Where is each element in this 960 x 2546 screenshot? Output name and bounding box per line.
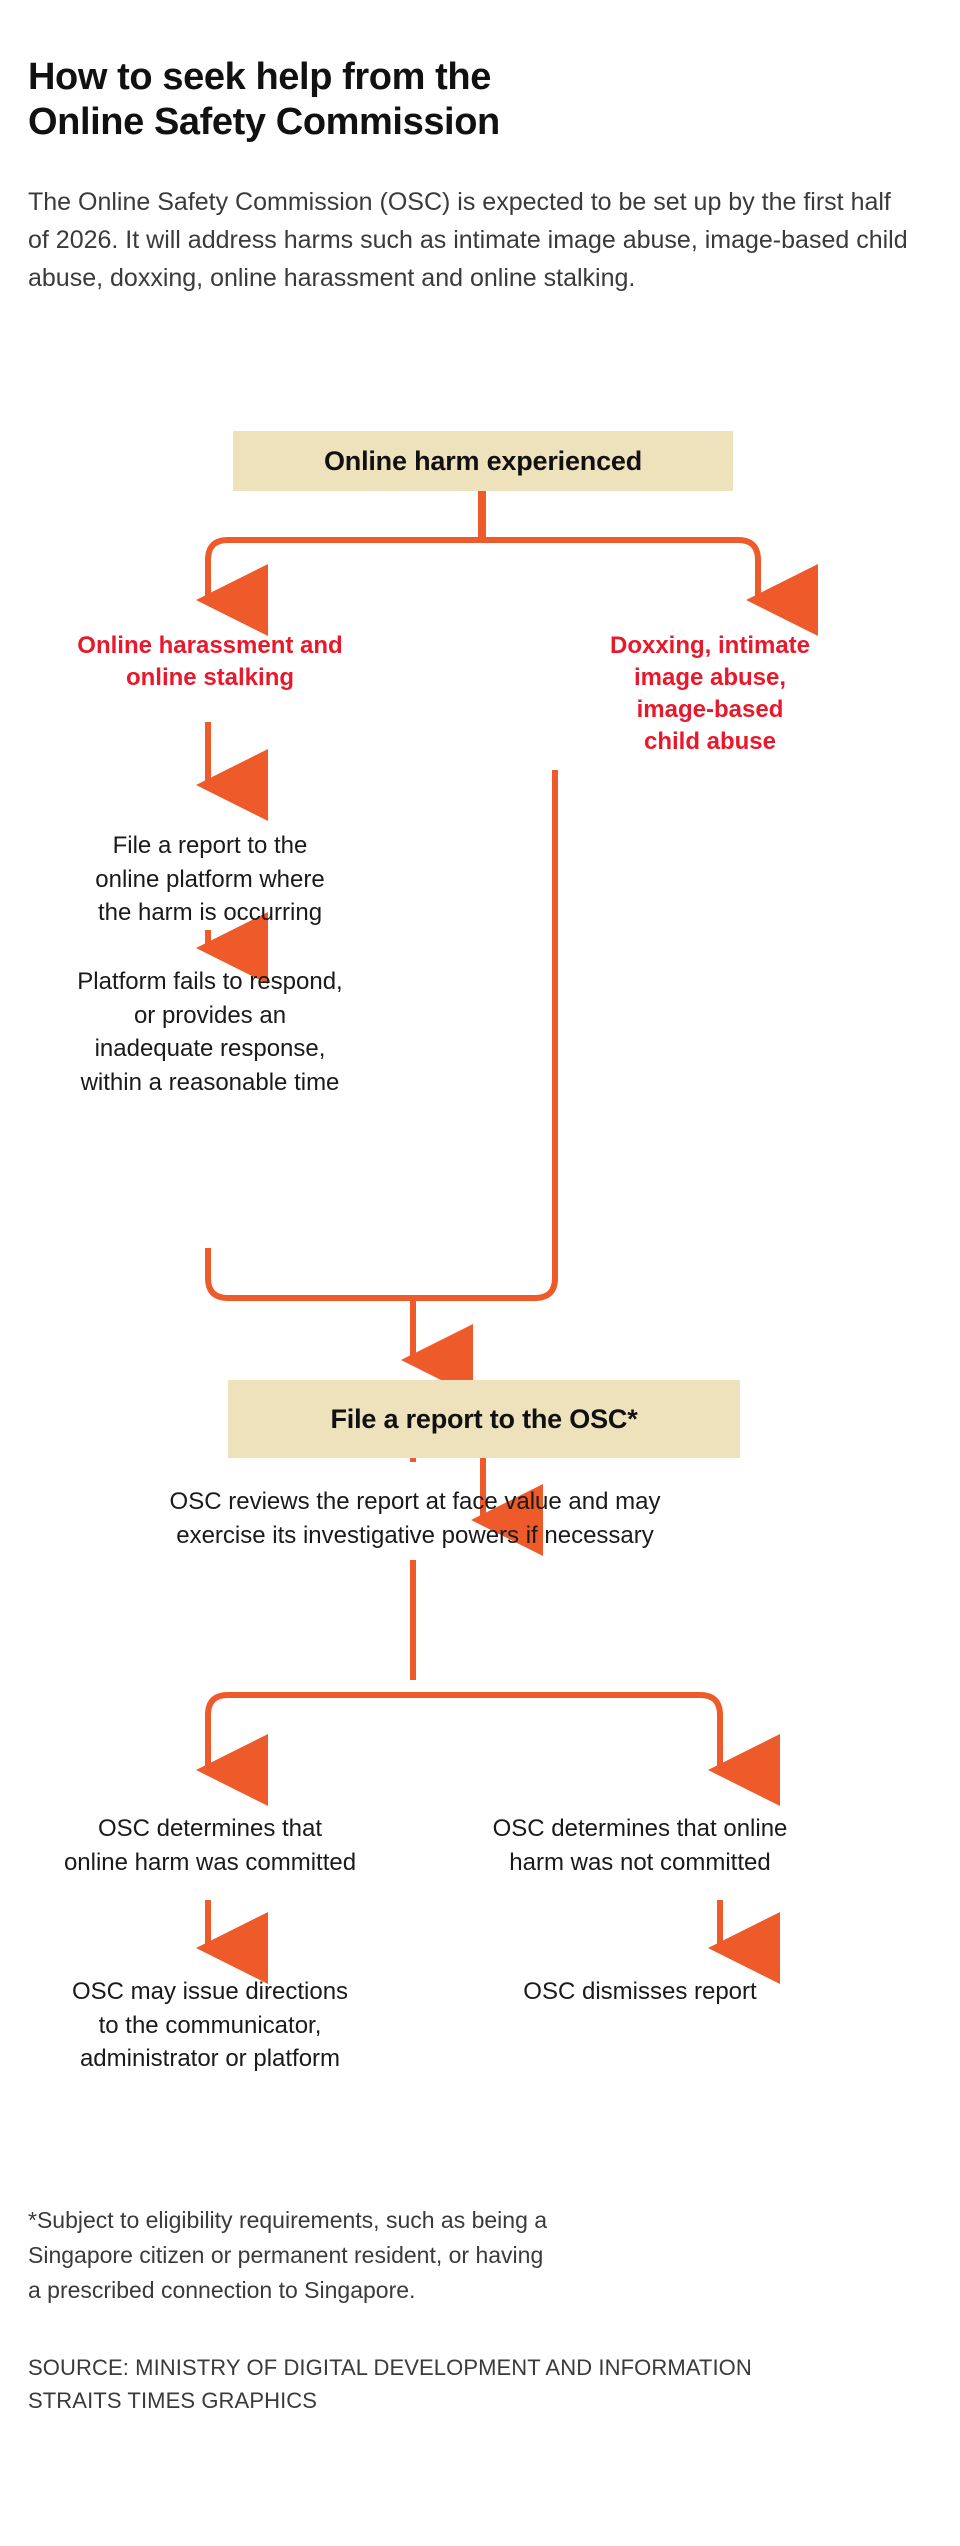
flow-node-harm-not-committed: OSC determines that online harm was not … bbox=[492, 1815, 788, 1876]
flow-node-osc-dismisses-report: OSC dismisses report bbox=[523, 1978, 757, 2005]
flow-node-osc-may-issue-directions: OSC may issue directions to the communic… bbox=[71, 1978, 349, 2073]
source-credit: SOURCE: MINISTRY OF DIGITAL DEVELOPMENT … bbox=[28, 2355, 752, 2413]
page-title: How to seek help from the Online Safety … bbox=[28, 56, 500, 143]
footnote-text: *Subject to eligibility requirements, su… bbox=[28, 2207, 548, 2303]
flow-node-file-report-platform: File a report to the online platform whe… bbox=[95, 832, 325, 927]
flow-node-harm-committed: OSC determines that online harm was comm… bbox=[63, 1815, 357, 1876]
intro-paragraph: The Online Safety Commission (OSC) is ex… bbox=[28, 188, 908, 292]
flow-node-online-harm: Online harm experienced bbox=[233, 431, 733, 491]
flow-node-doxxing-intimate-image-abuse: Doxxing, intimate image abuse, image-bas… bbox=[609, 632, 811, 755]
flow-node-platform-fails-to-respond: Platform fails to respond, or provides a… bbox=[77, 968, 343, 1096]
flow-node-osc-reviews-report: OSC reviews the report at face value and… bbox=[169, 1488, 661, 1549]
connector-lower-split-bar bbox=[205, 1692, 723, 1716]
connector-top-split-bar bbox=[205, 537, 761, 561]
flow-node-file-report-osc: File a report to the OSC* bbox=[228, 1380, 740, 1458]
flow-node-online-harassment-stalking: Online harassment and online stalking bbox=[77, 632, 343, 691]
